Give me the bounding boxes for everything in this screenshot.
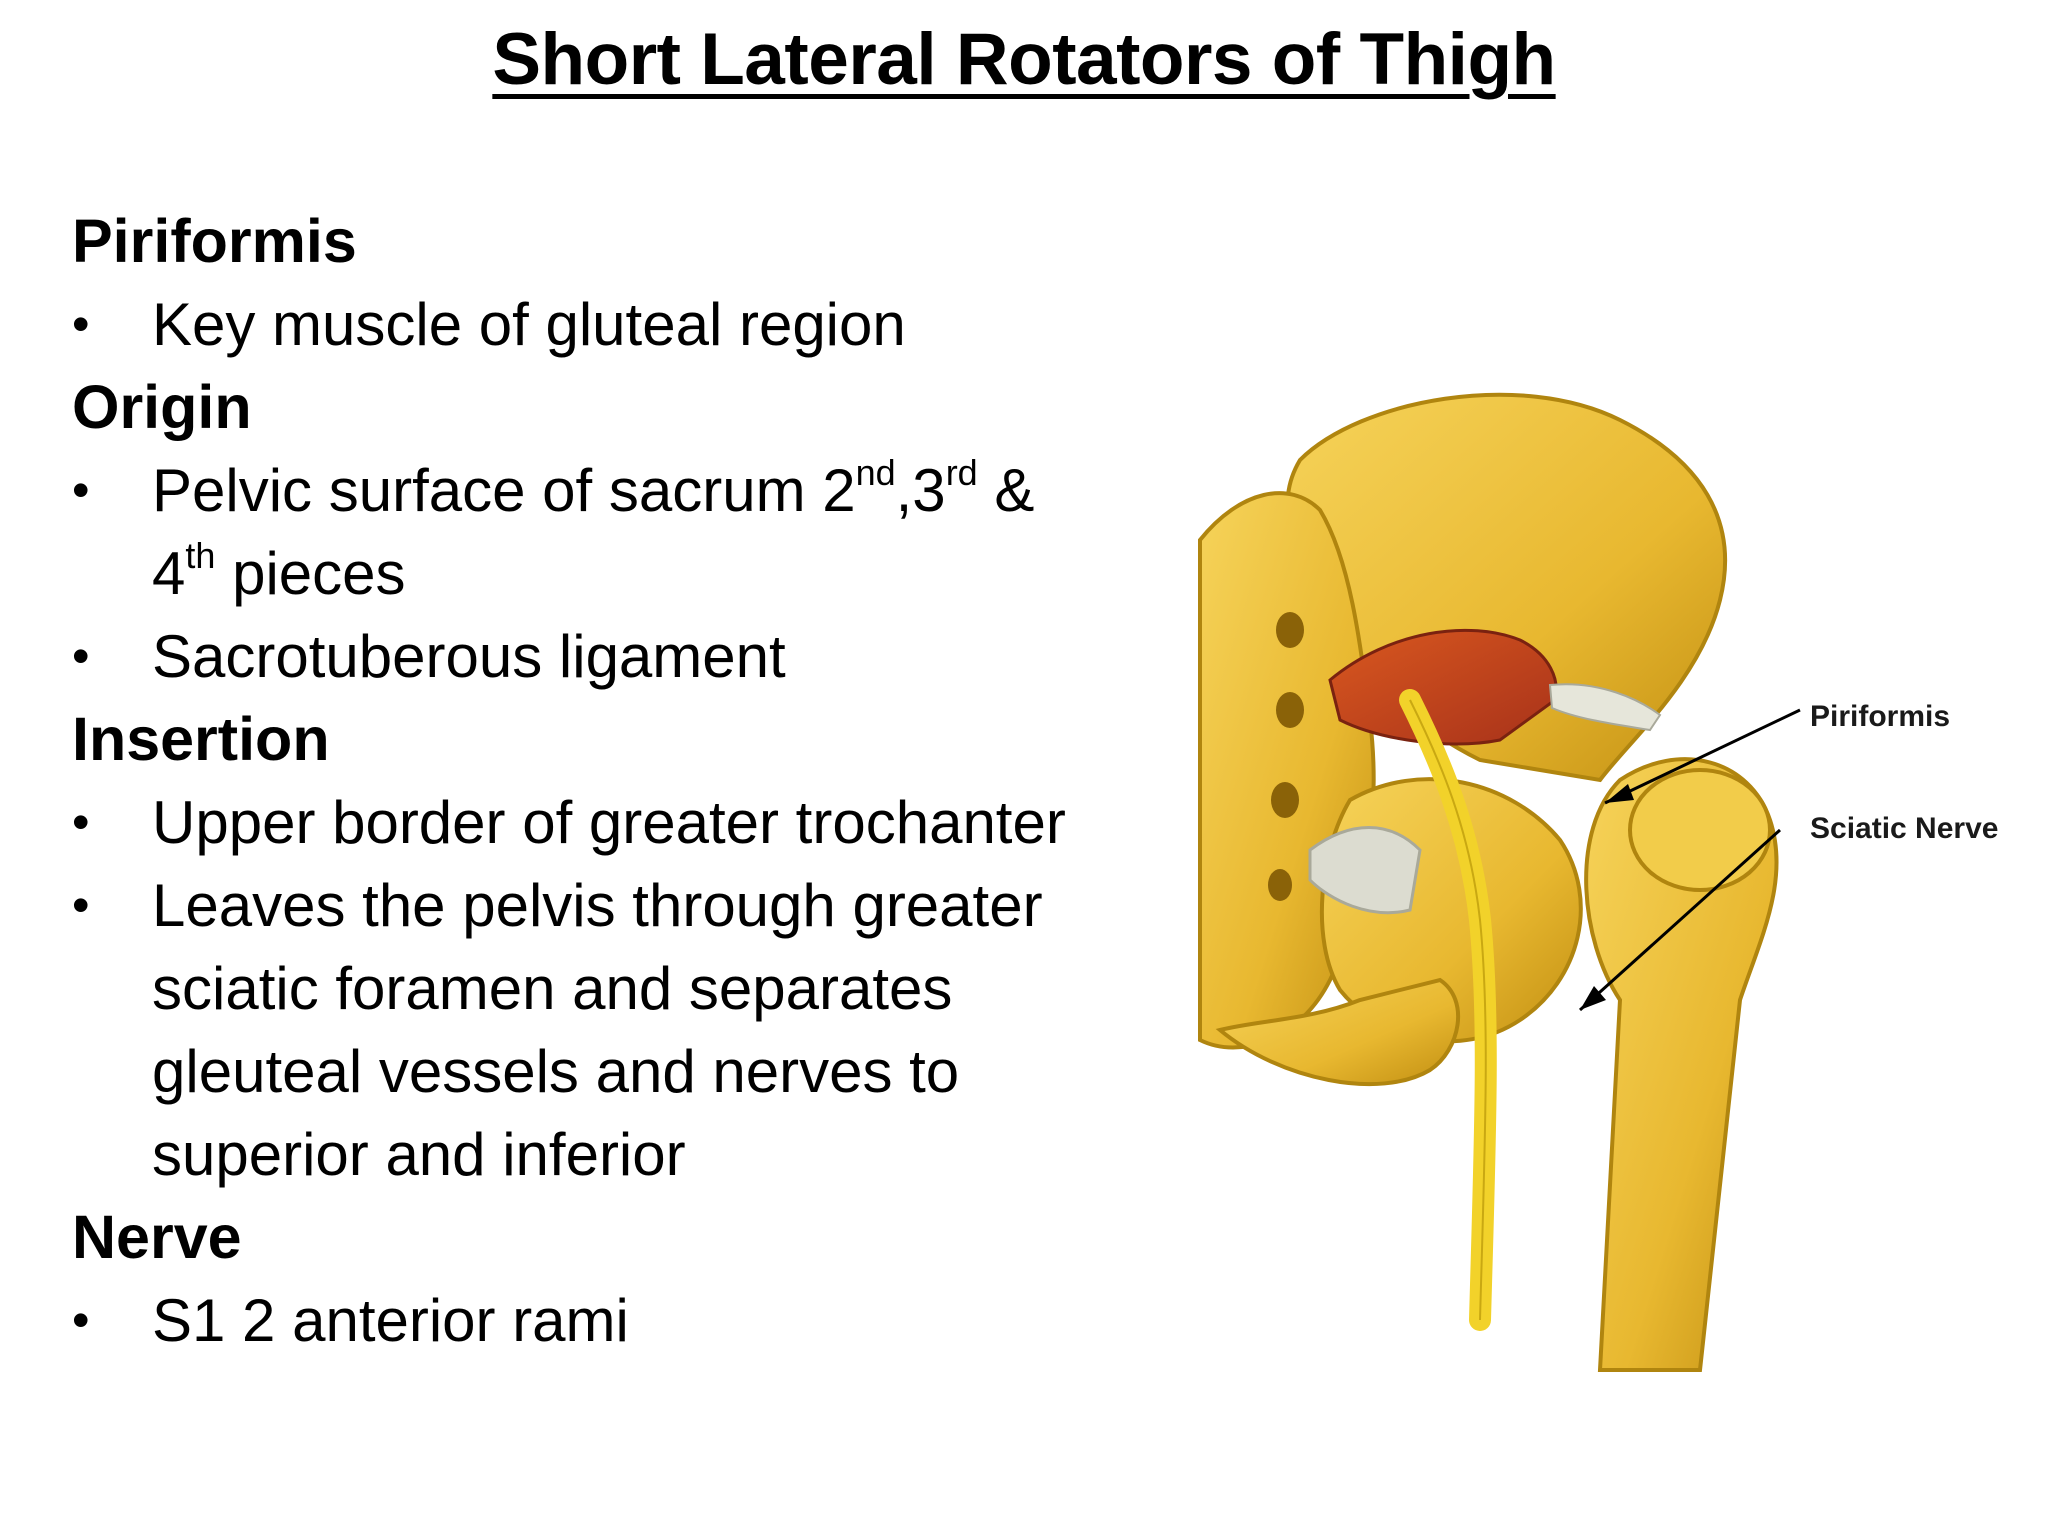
bullet-s1-rami: • S1 2 anterior rami: [72, 1279, 1152, 1362]
piriformis-muscle: [1328, 628, 1558, 746]
femur-bone: [1584, 757, 1779, 1372]
heading-nerve: Nerve: [72, 1203, 242, 1271]
bullet-dot: •: [72, 1292, 90, 1348]
bullet-text-end: &: [977, 457, 1035, 524]
piriformis-pointer: [1604, 708, 1801, 805]
bullet-dot: •: [72, 296, 90, 352]
bullet-text: Sacrotuberous ligament: [152, 623, 786, 690]
arrowhead: [1580, 986, 1606, 1010]
bullet-text-mid: ,3: [895, 457, 946, 524]
bullet-text: Pelvic surface of sacrum 2: [152, 457, 856, 524]
pelvis-svg: Piriformis Sciatic Nerve: [1198, 392, 1998, 1372]
heading-piriformis: Piriformis: [72, 207, 357, 275]
superscript-rd: rd: [945, 452, 978, 493]
arrowhead: [1605, 784, 1634, 803]
sciatic-pointer: [1578, 828, 1782, 1012]
bullet-sacrotuberous: • Sacrotuberous ligament: [72, 615, 1152, 698]
bullet-line2-text: pieces: [215, 540, 406, 607]
piriformis-tendon: [1548, 683, 1662, 732]
bullet-dot: •: [72, 794, 90, 850]
bullet-upper-border: • Upper border of greater trochanter: [72, 781, 1152, 864]
label-piriformis: Piriformis: [1810, 700, 1950, 733]
pelvis-illustration: Piriformis Sciatic Nerve: [1180, 380, 2040, 1380]
sacral-foramen: [1271, 782, 1299, 818]
heading-insertion: Insertion: [72, 705, 330, 773]
heading-origin: Origin: [72, 373, 252, 441]
bullet-key-muscle: • Key muscle of gluteal region: [72, 283, 1152, 366]
label-sciatic-nerve: Sciatic Nerve: [1810, 812, 1998, 845]
bullet-text: S1 2 anterior rami: [152, 1287, 629, 1354]
bullet-pelvic-surface: • Pelvic surface of sacrum 2nd,3rd &4th …: [72, 449, 1152, 615]
bullet-dot: •: [72, 877, 90, 933]
bullet-dot: •: [72, 628, 90, 684]
superscript-nd: nd: [855, 452, 896, 493]
bullet-text: Leaves the pelvis through greater sciati…: [152, 872, 1043, 1188]
sacral-foramen: [1268, 869, 1292, 901]
bullet-text: Key muscle of gluteal region: [152, 291, 906, 358]
superscript-th: th: [185, 535, 216, 576]
bullet-dot: •: [72, 462, 90, 518]
ischial-tuberosity: [1215, 977, 1461, 1087]
ligament: [1308, 826, 1422, 915]
greater-trochanter: [1628, 768, 1772, 892]
sacral-foramen: [1276, 612, 1304, 648]
sacral-foramen: [1276, 692, 1304, 728]
slide-title: Short Lateral Rotators of Thigh: [492, 19, 1556, 100]
bullet-leaves-pelvis: • Leaves the pelvis through greater scia…: [72, 864, 1132, 1196]
text-content: Piriformis • Key muscle of gluteal regio…: [72, 200, 1152, 1362]
bullet-text: Upper border of greater trochanter: [152, 789, 1066, 856]
bullet-line2-num: 4: [152, 540, 186, 607]
